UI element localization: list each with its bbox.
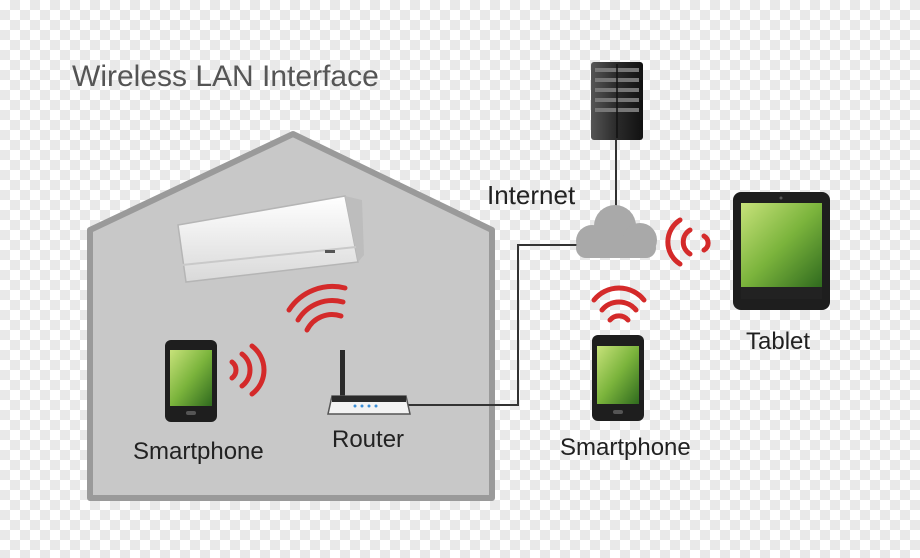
router-label: Router <box>332 426 405 453</box>
smartphone-remote-label: Smartphone <box>560 434 691 461</box>
router-to-internet-line <box>408 244 578 406</box>
diagram-title: Wireless LAN Interface <box>72 60 379 93</box>
internet-label: Internet <box>487 180 576 210</box>
cloud-icon <box>576 205 657 258</box>
smartphone-icon <box>592 335 644 421</box>
smartphone-icon <box>165 340 217 422</box>
air-conditioner-icon <box>177 195 364 283</box>
router-icon <box>327 350 411 415</box>
tablet-label: Tablet <box>746 328 811 355</box>
smartphone-home-label: Smartphone <box>133 438 264 465</box>
wifi-signal-icon <box>229 217 711 397</box>
server-icon <box>591 62 643 140</box>
tablet-icon <box>733 192 830 310</box>
